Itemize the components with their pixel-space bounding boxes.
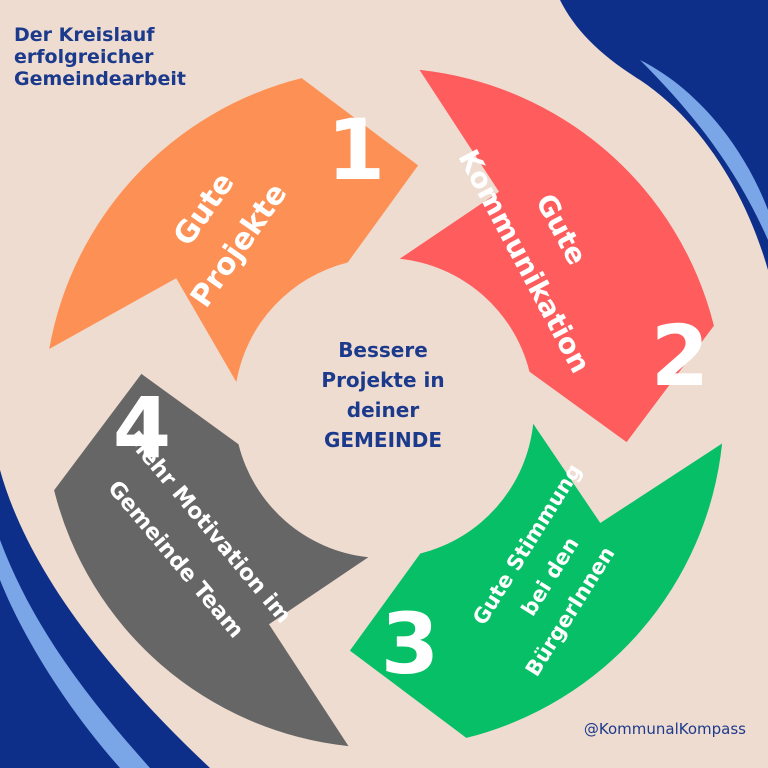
bottom-left-wave <box>0 470 210 768</box>
segment-gute-stimmung <box>349 423 723 738</box>
social-handle: @KommunalKompass <box>583 720 746 738</box>
segment-gute-kommunikation <box>399 69 714 443</box>
segment-mehr-motivation <box>54 373 369 747</box>
segment-gute-projekte <box>49 78 419 382</box>
center-line-1: Bessere <box>338 338 428 362</box>
center-line-4: GEMEINDE <box>323 428 443 452</box>
center-line-2: Projekte in <box>321 368 445 392</box>
segment-1-number: 1 <box>327 101 385 199</box>
segment-4-number: 4 <box>113 379 171 477</box>
top-right-wave <box>560 0 768 270</box>
center-caption: Bessere Projekte in deiner GEMEINDE <box>288 335 478 455</box>
diagram-title: Der Kreislauf erfolgreicher Gemeindearbe… <box>14 24 186 90</box>
center-line-3: deiner <box>346 398 420 422</box>
title-line-2: erfolgreicher <box>14 46 154 68</box>
title-line-3: Gemeindearbeit <box>14 68 186 90</box>
segment-3-number: 3 <box>381 595 439 693</box>
title-line-1: Der Kreislauf <box>14 24 155 46</box>
segment-2-number: 2 <box>651 307 709 405</box>
